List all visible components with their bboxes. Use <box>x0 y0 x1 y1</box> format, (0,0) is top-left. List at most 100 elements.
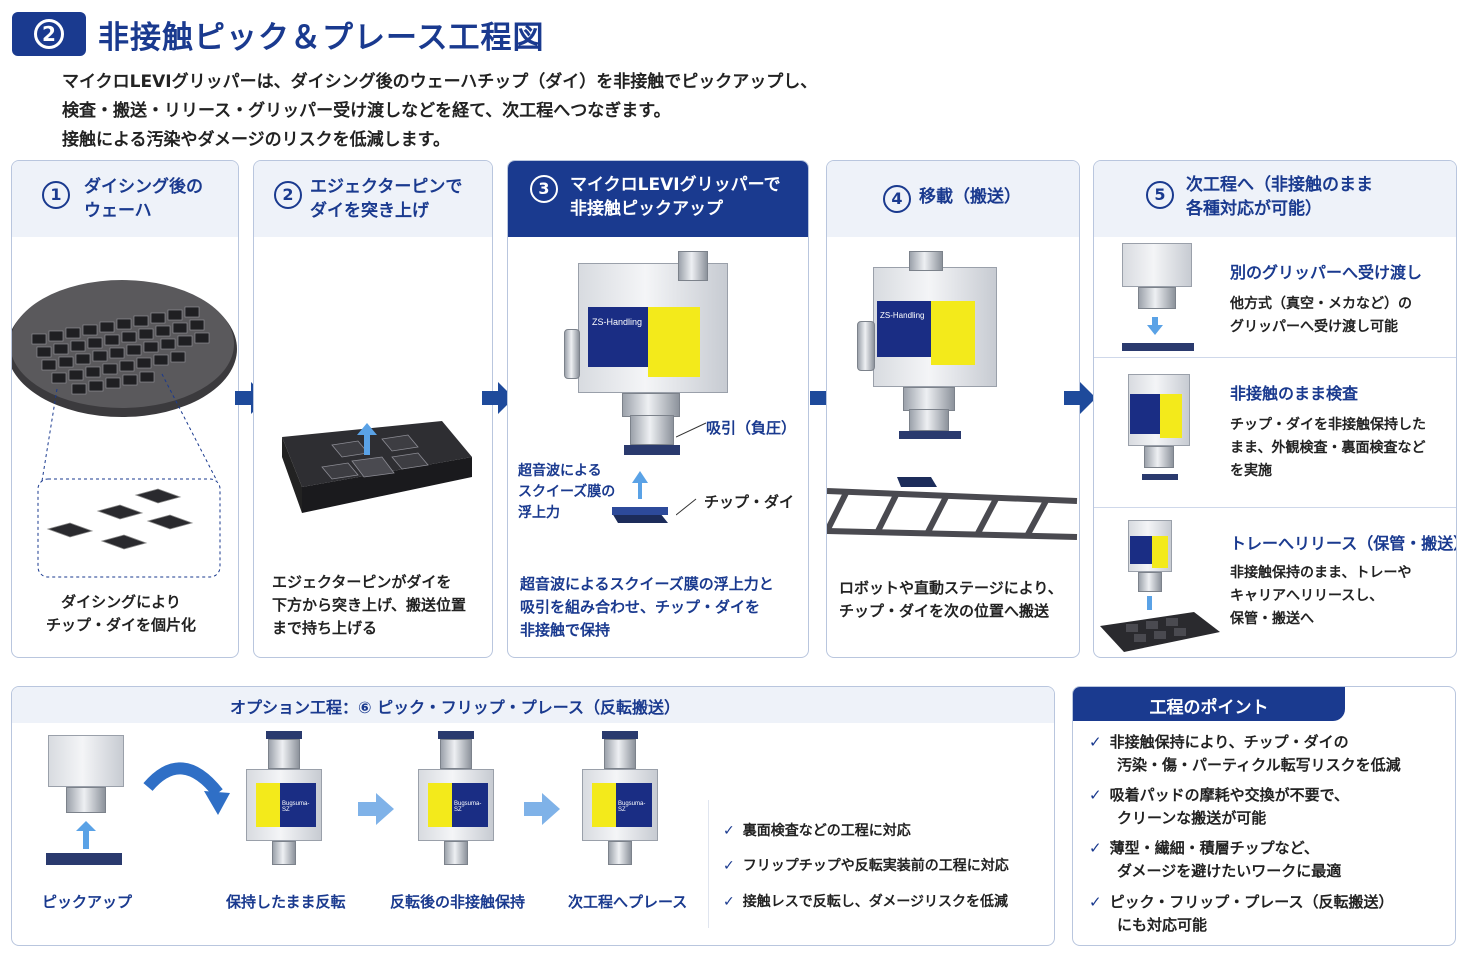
chip-leader-line <box>676 498 697 516</box>
substep-text-line: 他方式（真空・メカなど）の <box>1230 296 1412 312</box>
substep-inspection: 非接触のまま検査 チップ・ダイを非接触保持した まま、外観検査・裏面検査など を… <box>1094 357 1456 507</box>
chip-and-arrow <box>612 471 668 523</box>
substep-text: 非接触保持のまま、トレーや キャリアへリリースし、 保管・搬送へ <box>1230 562 1411 631</box>
step-caption-line: 超音波によるスクイーズ膜の浮上力と <box>520 575 774 593</box>
page-title: 非接触ピック＆プレース工程図 <box>98 20 545 56</box>
point-item: ✓薄型・繊細・積層チップなど、ダメージを避けたいワークに最適 <box>1089 837 1341 883</box>
step-card-5: 5 次工程へ（非接触のまま 各種対応が可能） 別のグリッパーへ受け渡し 他方式（… <box>1093 160 1457 658</box>
substep-title: トレーへリリース（保管・搬送） <box>1230 534 1457 553</box>
check-item: ✓ フリップチップや反転実装前の工程に対応 <box>723 855 1009 875</box>
step-card-1: 1 ダイシング後の ウェーハ ダイシングにより チップ・ダイを個片化 <box>11 160 239 658</box>
intro-line: 接触による汚染やダメージのリスクを低減します。 <box>62 130 450 150</box>
substep-text-line: を実施 <box>1230 463 1272 479</box>
brand-label: Bugsuma-SZ <box>618 801 646 813</box>
step-caption-line: 下方から突き上げ、搬送位置 <box>272 596 466 614</box>
step-caption-line: ロボットや直動ステージにより、 <box>839 579 1063 597</box>
step-card-2: 2 エジェクターピンで ダイを突き上げ エジェクターピンがダイを 下方から突き上… <box>253 160 493 658</box>
step-caption-line: ダイシングにより <box>61 593 181 611</box>
flipped-gripper-3: Bugsuma-SZ <box>576 731 666 881</box>
point-text: クリーンな搬送が可能 <box>1117 809 1267 827</box>
check-item-text: フリップチップや反転実装前の工程に対応 <box>742 858 1009 874</box>
option-process-panel: オプション工程：⑥ ピック・フリップ・プレース（反転搬送） Bugsuma-SZ… <box>11 686 1055 946</box>
brand-label: Bugsuma-SZ <box>454 801 482 813</box>
step-number: 4 <box>883 185 911 213</box>
substep-text-line: キャリアへリリースし、 <box>1230 588 1384 604</box>
flip-arrow-icon <box>143 762 230 815</box>
substep-text-line: まま、外観検査・裏面検査など <box>1230 440 1426 456</box>
step-caption-line: 非接触で保持 <box>520 621 611 639</box>
step-caption-line: エジェクターピンがダイを <box>272 573 452 591</box>
point-text: にも対応可能 <box>1117 916 1208 934</box>
lift-label-line: 超音波による <box>518 463 602 479</box>
step-number: 2 <box>274 181 302 209</box>
step-title-line: ダイシング後の <box>84 177 203 197</box>
title-badge-number: 2 <box>34 19 64 49</box>
intro-line: 検査・搬送・リリース・グリッパー受け渡しなどを経て、次工程へつなぎます。 <box>62 101 671 121</box>
process-points-panel: 工程のポイント ✓非接触保持により、チップ・ダイの汚染・傷・パーティクル転写リス… <box>1072 686 1456 946</box>
step-number: 1 <box>42 181 70 209</box>
substep-text-line: 非接触保持のまま、トレーや <box>1230 565 1412 581</box>
handover-illustration <box>1122 243 1194 351</box>
step-title: エジェクターピンで ダイを突き上げ <box>310 175 462 223</box>
substep-text: チップ・ダイを非接触保持した まま、外観検査・裏面検査など を実施 <box>1230 414 1426 483</box>
step-title: マイクロLEVIグリッパーで 非接触ピックアップ <box>570 173 781 221</box>
option-step-label: 反転後の非接触保持 <box>390 893 526 911</box>
point-text: ダメージを避けたいワークに最適 <box>1117 862 1342 880</box>
point-text: ピック・フリップ・プレース（反転搬送） <box>1109 893 1394 911</box>
brand-label: ZS-Handling <box>592 317 643 327</box>
step-title-line: マイクロLEVIグリッパーで <box>570 175 781 195</box>
substep-text-line: グリッパーへ受け渡し可能 <box>1230 319 1398 335</box>
step-caption-line: チップ・ダイを次の位置へ搬送 <box>839 602 1050 620</box>
points-title: 工程のポイント <box>1149 698 1269 718</box>
substep-text-line: チップ・ダイを非接触保持した <box>1230 417 1426 433</box>
check-item-text: 接触レスで反転し、ダメージリスクを低減 <box>742 894 1009 910</box>
step-caption: 超音波によるスクイーズ膜の浮上力と 吸引を組み合わせ、チップ・ダイを 非接触で保… <box>520 573 774 642</box>
step-caption: エジェクターピンがダイを 下方から突き上げ、搬送位置 まで持ち上げる <box>272 571 466 640</box>
step-caption-line: チップ・ダイを個片化 <box>46 616 197 634</box>
option-check-list: ✓裏面検査などの工程に対応 ✓フリップチップや反転実装前の工程に対応 ✓接触レス… <box>708 800 1048 928</box>
step-number: 5 <box>1146 181 1174 209</box>
lift-label-line: スクイーズ膜の <box>518 484 616 500</box>
check-icon: ✓ <box>723 858 735 874</box>
substep-text-line: 保管・搬送へ <box>1230 611 1314 627</box>
intro-text: マイクロLEVIグリッパーは、ダイシング後のウェーハチップ（ダイ）を非接触でピッ… <box>62 68 817 155</box>
option-step-label: ピックアップ <box>42 893 133 911</box>
check-item: ✓ 接触レスで反転し、ダメージリスクを低減 <box>723 891 1008 911</box>
step-header: 2 エジェクターピンで ダイを突き上げ <box>254 161 492 237</box>
substep-title: 別のグリッパーへ受け渡し <box>1230 263 1423 282</box>
substep-handover: 別のグリッパーへ受け渡し 他方式（真空・メカなど）の グリッパーへ受け渡し可能 <box>1094 239 1456 357</box>
pickup-illustration <box>42 735 132 875</box>
step-card-4: 4 移載（搬送） ZS-Handling ロボットや直動ステージにより、 チップ… <box>826 160 1080 658</box>
flow-arrow-icon <box>482 382 514 414</box>
check-icon: ✓ <box>1089 786 1102 804</box>
substep-text: 他方式（真空・メカなど）の グリッパーへ受け渡し可能 <box>1230 293 1412 339</box>
light-arrow-icon <box>524 793 560 825</box>
step-header: 4 移載（搬送） <box>827 161 1079 237</box>
brand-label: ZS-Handling <box>880 311 925 320</box>
step-title-line: エジェクターピンで <box>310 177 463 197</box>
points-header: 工程のポイント <box>1073 687 1345 721</box>
flow-arrow-icon <box>1064 382 1096 414</box>
step-title: 移載（搬送） <box>919 185 1021 209</box>
flipped-gripper-2: Bugsuma-SZ <box>412 731 502 881</box>
flipped-gripper-1: Bugsuma-SZ <box>240 731 330 881</box>
step-number: 3 <box>530 175 558 203</box>
gripper-illustration: ZS-Handling <box>857 251 1017 451</box>
step-caption-line: まで持ち上げる <box>272 619 378 637</box>
step-header: 1 ダイシング後の ウェーハ <box>12 161 238 237</box>
brand-label: Bugsuma-SZ <box>282 801 310 813</box>
step-header: 3 マイクロLEVIグリッパーで 非接触ピックアップ <box>508 161 808 237</box>
point-item: ✓非接触保持により、チップ・ダイの汚染・傷・パーティクル転写リスクを低減 <box>1089 731 1401 777</box>
check-icon: ✓ <box>723 894 735 910</box>
lift-label-line: 浮上力 <box>518 505 560 521</box>
wafer-illustration <box>12 280 237 578</box>
ejector-tray-illustration <box>282 421 472 513</box>
step-title: ダイシング後の ウェーハ <box>84 175 203 223</box>
option-step-label: 次工程へプレース <box>568 893 688 911</box>
step-title-line: ウェーハ <box>84 201 152 221</box>
step-card-3: 3 マイクロLEVIグリッパーで 非接触ピックアップ ZS-Handling 吸… <box>507 160 809 658</box>
point-text: 汚染・傷・パーティクル転写リスクを低減 <box>1117 756 1401 774</box>
substep-title: 非接触のまま検査 <box>1230 384 1359 403</box>
step-title-line: 非接触ピックアップ <box>570 199 723 219</box>
lift-label: 超音波による スクイーズ膜の 浮上力 <box>518 461 615 524</box>
